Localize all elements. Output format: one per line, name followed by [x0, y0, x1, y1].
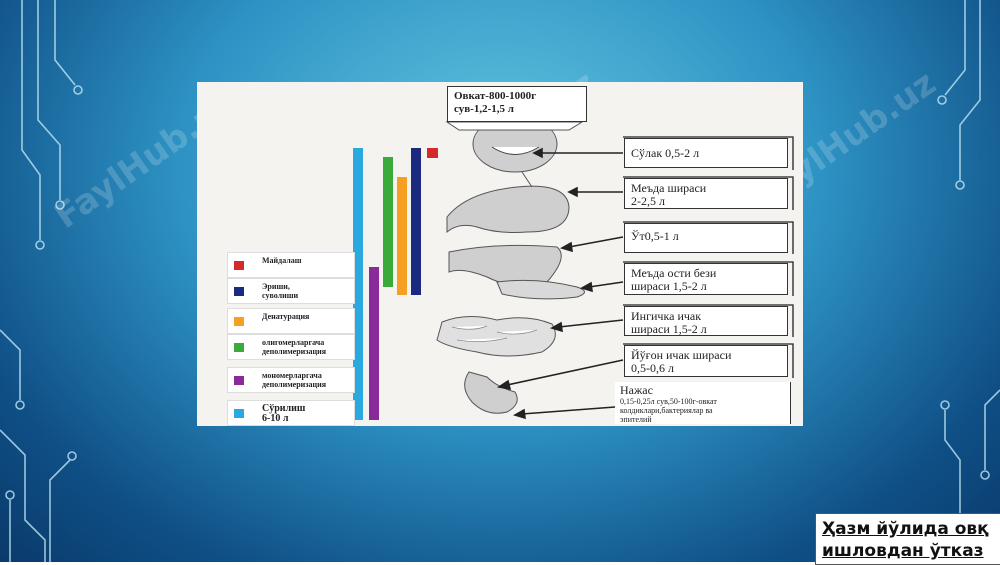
legend-label: олигомерларгача деполимеризация	[262, 338, 326, 356]
legend-label: Сўрилиш 6-10 л	[262, 404, 305, 424]
secretion-box-gastric: Меъда шираси 2-2,5 л	[624, 178, 788, 209]
caption-line: Ҳазм йўлида овқ	[822, 519, 989, 539]
liver	[448, 244, 562, 287]
legend-item-monomer: мономерларгача деполимеризация	[227, 367, 355, 393]
secretion-value: шираси 1,5-2 л	[631, 322, 707, 336]
feces-detail: эпителий	[620, 415, 652, 424]
legend-line: Денатурация	[262, 312, 310, 321]
legend-line: 6-10 л	[262, 413, 289, 424]
legend-item-absorption: Сўрилиш 6-10 л	[227, 400, 355, 426]
legend-item-grinding: Майдалаш	[227, 252, 355, 278]
bar-oligomer-depolymerization	[383, 157, 393, 287]
feces-detail: 0,15-0,25л сув,50-100г-овкат	[620, 397, 717, 406]
bar-monomer-depolymerization	[369, 267, 379, 420]
legend-line: суволиши	[262, 291, 299, 300]
stomach	[446, 185, 570, 234]
legend-label: Майдалаш	[262, 256, 302, 265]
bar-absorption	[353, 148, 363, 420]
secretion-box-bile: Ўт0,5-1 л	[624, 223, 788, 253]
digestion-diagram: Овкат-800-1000г сув-1,2-1,5 л Сўлак 0,5-…	[197, 82, 803, 426]
secretion-value: 0,5-0,6 л	[631, 361, 674, 375]
bar-dissolution	[411, 148, 421, 295]
feces-detail: колдиклари,бактериялар ва	[620, 406, 713, 415]
small-intestine	[436, 316, 556, 357]
legend-line: Майдалаш	[262, 256, 302, 265]
intake-line: Овкат-800-1000г	[454, 90, 537, 102]
secretion-label: Меъда шираси	[631, 181, 707, 195]
legend-line: Эриши,	[262, 282, 290, 291]
legend-line: мономерларгача	[262, 371, 322, 380]
caption-line: ишловдан ўтказ	[822, 541, 984, 561]
legend-swatch	[234, 261, 244, 270]
legend-label: Эриши, суволиши	[262, 282, 298, 300]
secretion-value: 2-2,5 л	[631, 194, 665, 208]
slide-caption: Ҳазм йўлида овқ ишловдан ўтказ	[815, 513, 1000, 565]
bar-grinding	[427, 148, 438, 158]
food-intake-box: Овкат-800-1000г сув-1,2-1,5 л	[447, 86, 587, 122]
secretion-label: Ўт0,5-1 л	[631, 229, 679, 243]
legend-item-oligomer: олигомерларгача деполимеризация	[227, 334, 355, 360]
legend-swatch	[234, 343, 244, 352]
legend-item-denaturation: Денатурация	[227, 308, 355, 334]
legend-label: мономерларгача деполимеризация	[262, 371, 326, 389]
feces-box: Нажас 0,15-0,25л сув,50-100г-овкат колди…	[615, 382, 791, 424]
feces-title: Нажас	[620, 383, 653, 397]
secretion-label: Йўғон ичак шираси	[631, 348, 732, 362]
secretion-value: шираси 1,5-2 л	[631, 279, 707, 293]
legend-swatch	[234, 409, 244, 418]
legend-line: деполимеризация	[262, 347, 327, 356]
legend-swatch	[234, 376, 244, 385]
pancreas	[496, 279, 585, 300]
legend-label: Денатурация	[262, 312, 309, 321]
legend-swatch	[234, 317, 244, 326]
secretion-label: Меъда ости бези	[631, 266, 717, 280]
legend-line: деполимеризация	[262, 380, 327, 389]
secretion-box-small-intestine: Ингичка ичак шираси 1,5-2 л	[624, 306, 788, 336]
secretion-label: Сўлак 0,5-2 л	[631, 146, 700, 160]
secretion-box-large-intestine: Йўғон ичак шираси 0,5-0,6 л	[624, 345, 788, 377]
legend-swatch	[234, 287, 244, 296]
secretion-label: Ингичка ичак	[631, 309, 702, 323]
large-intestine	[464, 371, 518, 414]
legend-item-dissolution: Эриши, суволиши	[227, 278, 355, 304]
bar-denaturation	[397, 177, 407, 295]
legend-line: олигомерларгача	[262, 338, 325, 347]
legend-line: Сўрилиш	[262, 403, 306, 414]
intake-line: сув-1,2-1,5 л	[454, 103, 514, 115]
digestive-organs-illustration	[436, 115, 794, 420]
secretion-box-pancreatic: Меъда ости бези шираси 1,5-2 л	[624, 263, 788, 295]
secretion-box-saliva: Сўлак 0,5-2 л	[624, 138, 788, 168]
